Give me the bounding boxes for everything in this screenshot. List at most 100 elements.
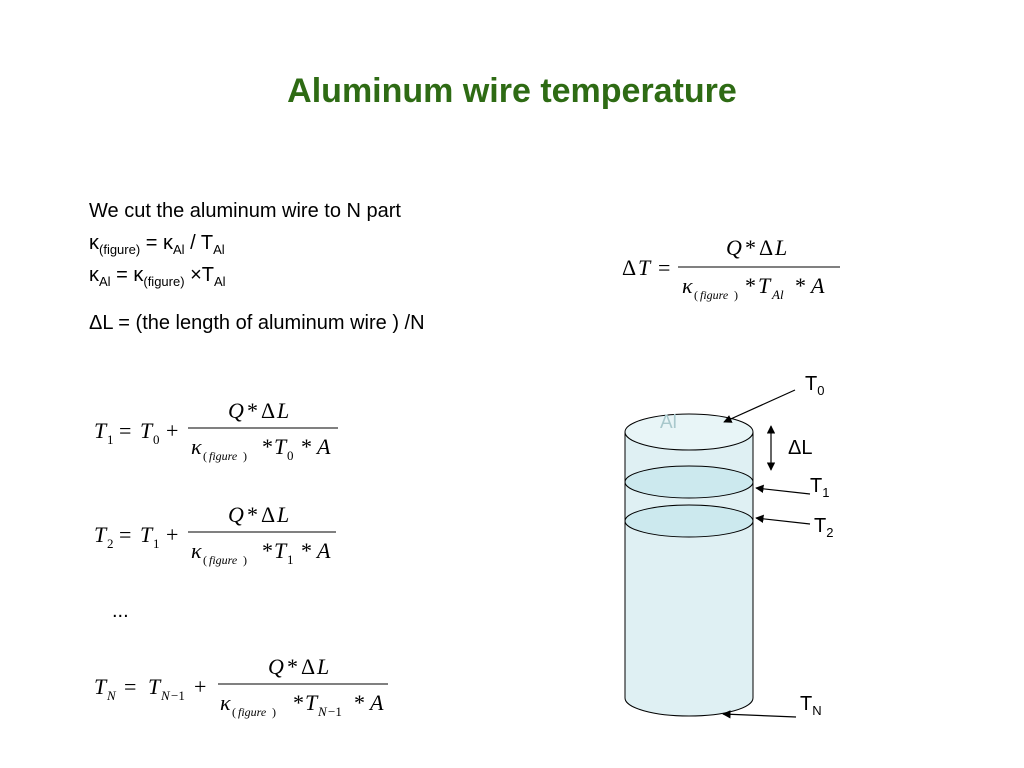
svg-text:(: ( bbox=[694, 288, 698, 302]
kappa-al-definition: κAl = κ(figure) ×TAl bbox=[89, 264, 226, 289]
arrow-t1 bbox=[755, 484, 811, 495]
ellipsis: ... bbox=[112, 600, 129, 622]
svg-text:κ: κ bbox=[191, 434, 202, 459]
slide-title: Aluminum wire temperature bbox=[287, 72, 737, 110]
svg-text:Δ: Δ bbox=[759, 235, 773, 260]
svg-text:Δ: Δ bbox=[261, 398, 275, 423]
svg-text:*: * bbox=[247, 502, 258, 527]
svg-text:=: = bbox=[119, 522, 131, 547]
slice-t2 bbox=[624, 504, 754, 538]
svg-text:*: * bbox=[301, 434, 312, 459]
svg-text:(: ( bbox=[232, 705, 236, 719]
slice-t1 bbox=[624, 465, 754, 499]
svg-text:κ: κ bbox=[682, 273, 693, 298]
subscript-al: Al bbox=[213, 242, 225, 257]
kappa-figure-definition: κ(figure) = κAl / TAl bbox=[89, 232, 225, 257]
wire-cylinder-figure: Al T0 ΔL T1 T2 TN bbox=[624, 373, 833, 719]
svg-text:A: A bbox=[315, 538, 331, 563]
equals-kappa: = κ bbox=[140, 232, 173, 254]
svg-text:=: = bbox=[658, 255, 670, 280]
svg-text:N: N bbox=[317, 704, 328, 719]
svg-text:): ) bbox=[243, 553, 247, 567]
svg-text:(: ( bbox=[203, 449, 207, 463]
svg-text:L: L bbox=[276, 398, 289, 423]
kappa-symbol: κ bbox=[89, 264, 99, 286]
svg-text:*: * bbox=[247, 398, 258, 423]
subscript-al: Al bbox=[172, 242, 185, 257]
svg-text:T: T bbox=[148, 674, 162, 699]
label-delta-l: ΔL bbox=[788, 437, 812, 459]
label-tn: TN bbox=[800, 693, 822, 718]
svg-text:T: T bbox=[94, 522, 108, 547]
svg-text:T: T bbox=[274, 538, 288, 563]
arrow-tn bbox=[722, 710, 797, 719]
svg-text:Q: Q bbox=[228, 502, 244, 527]
subscript-figure: (figure) bbox=[143, 274, 185, 289]
svg-text:*: * bbox=[262, 538, 273, 563]
material-label: Al bbox=[660, 412, 677, 433]
times-t: ×T bbox=[184, 264, 214, 286]
equals-kappa: = κ bbox=[110, 264, 144, 286]
svg-text:Δ: Δ bbox=[622, 255, 636, 280]
svg-text:0: 0 bbox=[287, 448, 294, 463]
svg-text:T: T bbox=[274, 434, 288, 459]
svg-text:T: T bbox=[758, 273, 772, 298]
svg-text:*: * bbox=[293, 690, 304, 715]
svg-text:2: 2 bbox=[107, 536, 114, 551]
svg-text:+: + bbox=[194, 674, 206, 699]
svg-text:κ: κ bbox=[191, 538, 202, 563]
svg-text:T: T bbox=[305, 690, 319, 715]
svg-text:*: * bbox=[795, 273, 806, 298]
svg-text:Q: Q bbox=[228, 398, 244, 423]
svg-text:T: T bbox=[94, 674, 108, 699]
svg-text:−1: −1 bbox=[171, 688, 185, 703]
svg-text:figure: figure bbox=[209, 553, 238, 567]
svg-text:): ) bbox=[734, 288, 738, 302]
svg-text:L: L bbox=[774, 235, 787, 260]
svg-text:T: T bbox=[140, 418, 154, 443]
label-t2: T2 bbox=[814, 515, 833, 540]
svg-text:Q: Q bbox=[268, 654, 284, 679]
svg-text:+: + bbox=[166, 522, 178, 547]
cylinder-body bbox=[624, 413, 754, 717]
kappa-symbol: κ bbox=[89, 232, 99, 254]
subscript-figure: (figure) bbox=[99, 242, 141, 257]
svg-text:L: L bbox=[316, 654, 329, 679]
label-t1: T1 bbox=[810, 475, 829, 500]
svg-text:1: 1 bbox=[153, 536, 160, 551]
svg-text:*: * bbox=[301, 538, 312, 563]
svg-text:0: 0 bbox=[153, 432, 160, 447]
svg-text:figure: figure bbox=[209, 449, 238, 463]
svg-text:Al: Al bbox=[771, 287, 784, 302]
svg-text:*: * bbox=[745, 235, 756, 260]
delta-l-definition: ΔL = (the length of aluminum wire ) /N bbox=[89, 312, 425, 334]
svg-text:figure: figure bbox=[700, 288, 729, 302]
svg-text:L: L bbox=[276, 502, 289, 527]
divide-t: / T bbox=[184, 232, 214, 254]
label-t0: T0 bbox=[805, 373, 824, 398]
svg-text:*: * bbox=[354, 690, 365, 715]
svg-text:1: 1 bbox=[107, 432, 114, 447]
subscript-al: Al bbox=[99, 274, 111, 289]
svg-text:T: T bbox=[638, 255, 652, 280]
svg-text:*: * bbox=[745, 273, 756, 298]
subscript-al: Al bbox=[214, 274, 226, 289]
arrow-t0 bbox=[723, 389, 796, 423]
arrow-t2 bbox=[755, 514, 811, 525]
svg-text:Δ: Δ bbox=[261, 502, 275, 527]
svg-text:T: T bbox=[140, 522, 154, 547]
svg-text:N: N bbox=[160, 688, 171, 703]
